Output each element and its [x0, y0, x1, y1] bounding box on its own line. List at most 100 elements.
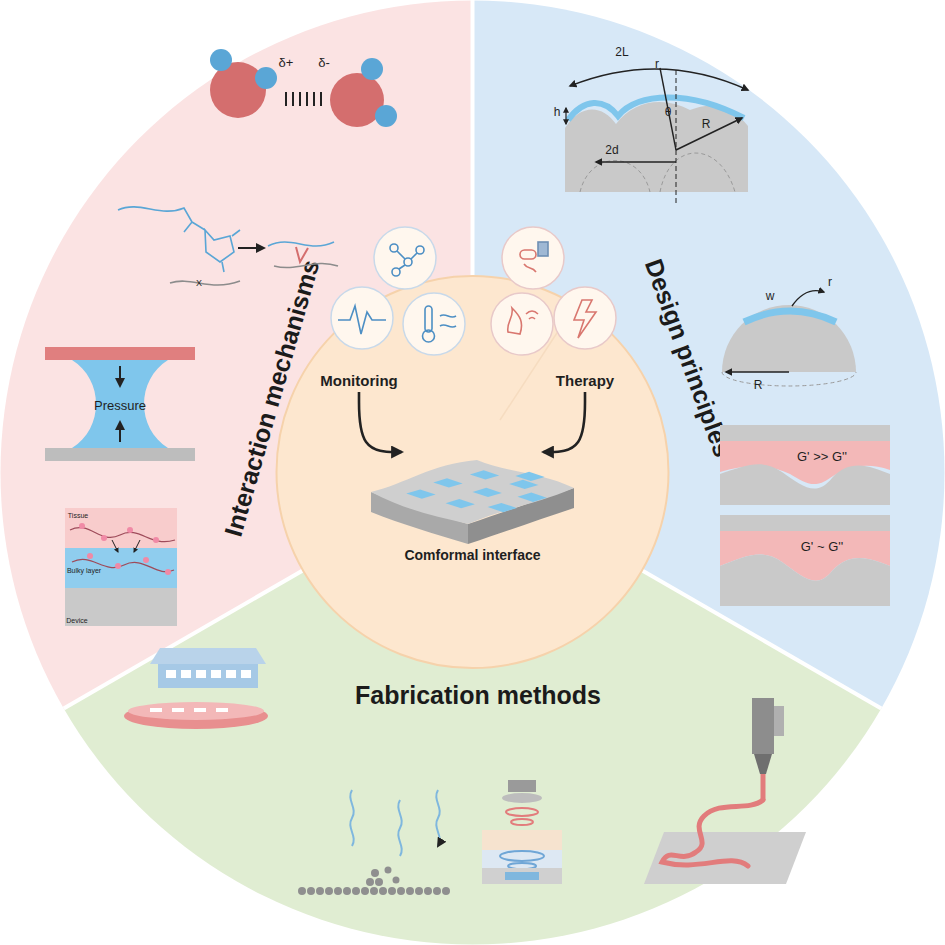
deposition-process: [343, 887, 351, 895]
wavy-surface-model: [565, 108, 566, 124]
device-shape: [365, 452, 580, 547]
band-shape: [472, 0, 945, 709]
laser-process: [502, 793, 542, 803]
printing-process: [774, 706, 784, 736]
covalent-chemistry: [296, 247, 308, 262]
deposition-process: [371, 869, 379, 877]
hydrogen-bond: [306, 92, 308, 106]
monitoring-glyph: [425, 306, 432, 332]
stamp-transfer: [150, 708, 228, 712]
therapy-glyph: [524, 264, 536, 272]
therapy-icon: [491, 227, 616, 355]
device-shape: [371, 460, 574, 524]
tissue-inset: [134, 540, 140, 552]
monitoring-glyph: [404, 258, 412, 266]
center-circle: [277, 276, 669, 668]
band-shape: [473, 1, 945, 709]
tissue-inset: [65, 548, 177, 588]
deposition-process: [307, 887, 315, 895]
therapy-glyph: [508, 308, 522, 334]
stamp-transfer: [216, 708, 228, 712]
covalent-chemistry: [238, 247, 264, 249]
pressure-illustration: [45, 347, 195, 360]
covalent-chemistry: [184, 222, 205, 232]
wavy-surface-model: [570, 69, 748, 90]
section-title: Fabrication methods: [355, 681, 601, 710]
wavy-surface-model: [660, 68, 676, 150]
monitoring-icon: [331, 227, 465, 355]
hydrogen-bond: [286, 92, 321, 106]
tissue-inset: [79, 523, 85, 529]
wavy-surface-model: [676, 70, 677, 205]
laser-process: [482, 780, 562, 884]
wavy-surface-model: [676, 118, 742, 150]
tissue-inset: [127, 527, 133, 533]
stamp-transfer: [226, 670, 236, 678]
therapy-glyph: [520, 250, 536, 259]
deposition-process: [334, 887, 342, 895]
wavy-surface-model: [565, 68, 748, 205]
covalent-chemistry: [268, 242, 334, 246]
wavy-surface-model: [580, 153, 735, 192]
stamp-transfer: [124, 648, 268, 729]
hydrogen-bond: [285, 92, 287, 106]
hemisphere-model: [722, 291, 856, 386]
modulus-label: G' ~ G'': [801, 540, 844, 553]
band-shape: [63, 472, 882, 945]
covalent-chemistry: [118, 207, 192, 222]
covalent-chemistry: [205, 230, 234, 262]
dimension-label: h: [554, 106, 561, 118]
stamp-transfer: [211, 670, 221, 678]
laser-process: [505, 872, 539, 880]
deposition-process: [366, 878, 374, 886]
rheology-model: [720, 515, 890, 531]
stamp-transfer: [150, 708, 162, 712]
therapy-icon: [491, 293, 553, 355]
wavy-surface-model: [568, 98, 744, 121]
pressure-illustration: [119, 422, 121, 442]
rheology-model: [720, 531, 890, 581]
dimension-label: 2d: [605, 144, 618, 156]
monitoring-glyph: [338, 306, 386, 334]
deposition-process: [406, 887, 414, 895]
monitoring-glyph: [392, 268, 400, 276]
monitoring-glyph: [338, 244, 456, 342]
pressure-illustration: [119, 366, 121, 386]
laser-process: [508, 863, 536, 869]
stamp-transfer: [124, 703, 268, 729]
therapy-glyph: [538, 242, 548, 256]
section-title: Design principles: [639, 255, 738, 461]
laser-process: [482, 850, 562, 868]
node-label: Therapy: [556, 372, 614, 389]
tissue-inset: [65, 508, 177, 548]
monitoring-icon: [374, 227, 436, 289]
mechanism-label: Pressure: [94, 399, 146, 412]
node-label: Monitoring: [320, 372, 397, 389]
deposition-process: [393, 877, 400, 884]
charge-sign: δ-: [318, 56, 330, 69]
tissue-inset: [165, 569, 171, 575]
printing-process: [662, 800, 763, 866]
therapy-glyph: [508, 242, 596, 338]
deposition-process: [424, 887, 432, 895]
dimension-label: R: [754, 379, 763, 391]
hydrogen-bond: [299, 92, 301, 106]
monitoring-glyph: [390, 244, 398, 252]
deposition-process: [298, 887, 306, 895]
device-shape: [518, 493, 547, 502]
water-molecule: [361, 58, 383, 80]
hemisphere-model: [744, 311, 836, 322]
deposition-process: [298, 790, 450, 895]
band-shape: [1, 1, 473, 709]
deposition-process: [375, 878, 383, 886]
laser-process: [508, 780, 536, 792]
monitoring-icon: [331, 287, 393, 349]
layer-label: Tissue: [68, 512, 88, 519]
dimension-label: 2L: [615, 46, 628, 58]
stamp-transfer: [166, 670, 251, 678]
monitoring-icon: [403, 293, 465, 355]
monitoring-glyph: [397, 251, 417, 269]
water-molecule: [210, 49, 397, 127]
